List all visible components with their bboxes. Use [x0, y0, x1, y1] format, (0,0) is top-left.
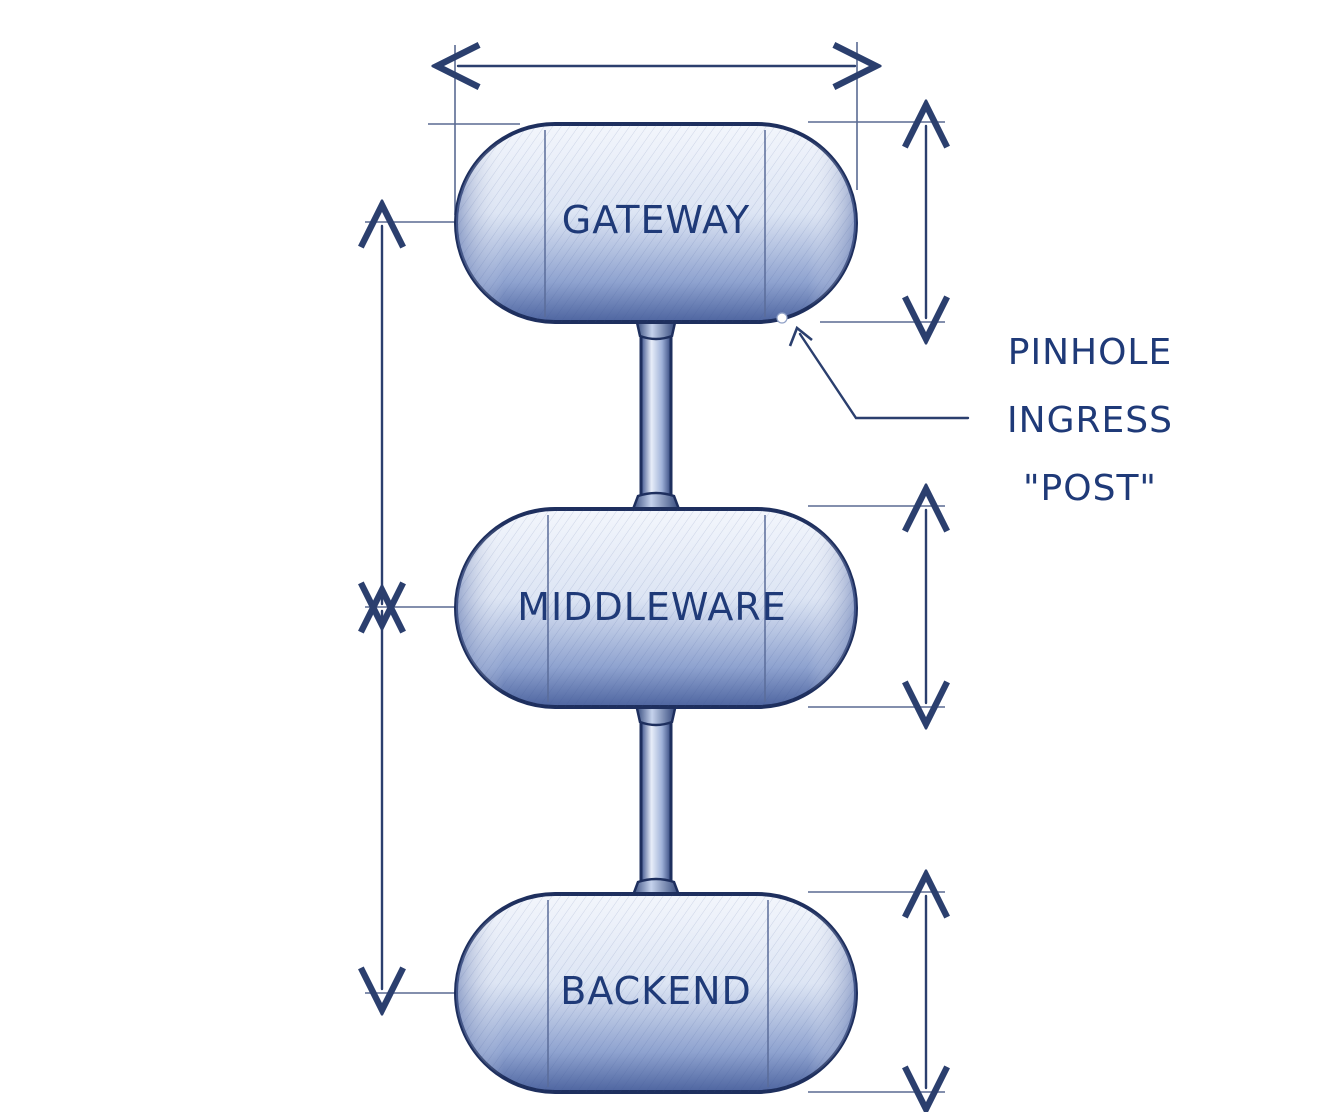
pinhole-marker: [776, 312, 788, 324]
callout-line-2: INGRESS: [1007, 400, 1173, 441]
width-dimension: [455, 42, 857, 215]
connector-rod-2: [630, 696, 682, 904]
callout-line-3: "POST": [1023, 468, 1157, 509]
node-middleware: MIDDLEWARE: [454, 507, 858, 709]
node-gateway: GATEWAY: [454, 122, 858, 324]
node-backend: BACKEND: [454, 892, 858, 1094]
node-label-middleware: MIDDLEWARE: [517, 585, 787, 629]
callout-pinhole-ingress: PINHOLE INGRESS "POST": [1007, 332, 1173, 509]
node-label-gateway: GATEWAY: [562, 198, 750, 242]
callout-leader: [788, 325, 970, 420]
connector-rod-1: [630, 310, 682, 518]
node-label-backend: BACKEND: [560, 969, 752, 1013]
callout-line-1: PINHOLE: [1008, 332, 1172, 373]
